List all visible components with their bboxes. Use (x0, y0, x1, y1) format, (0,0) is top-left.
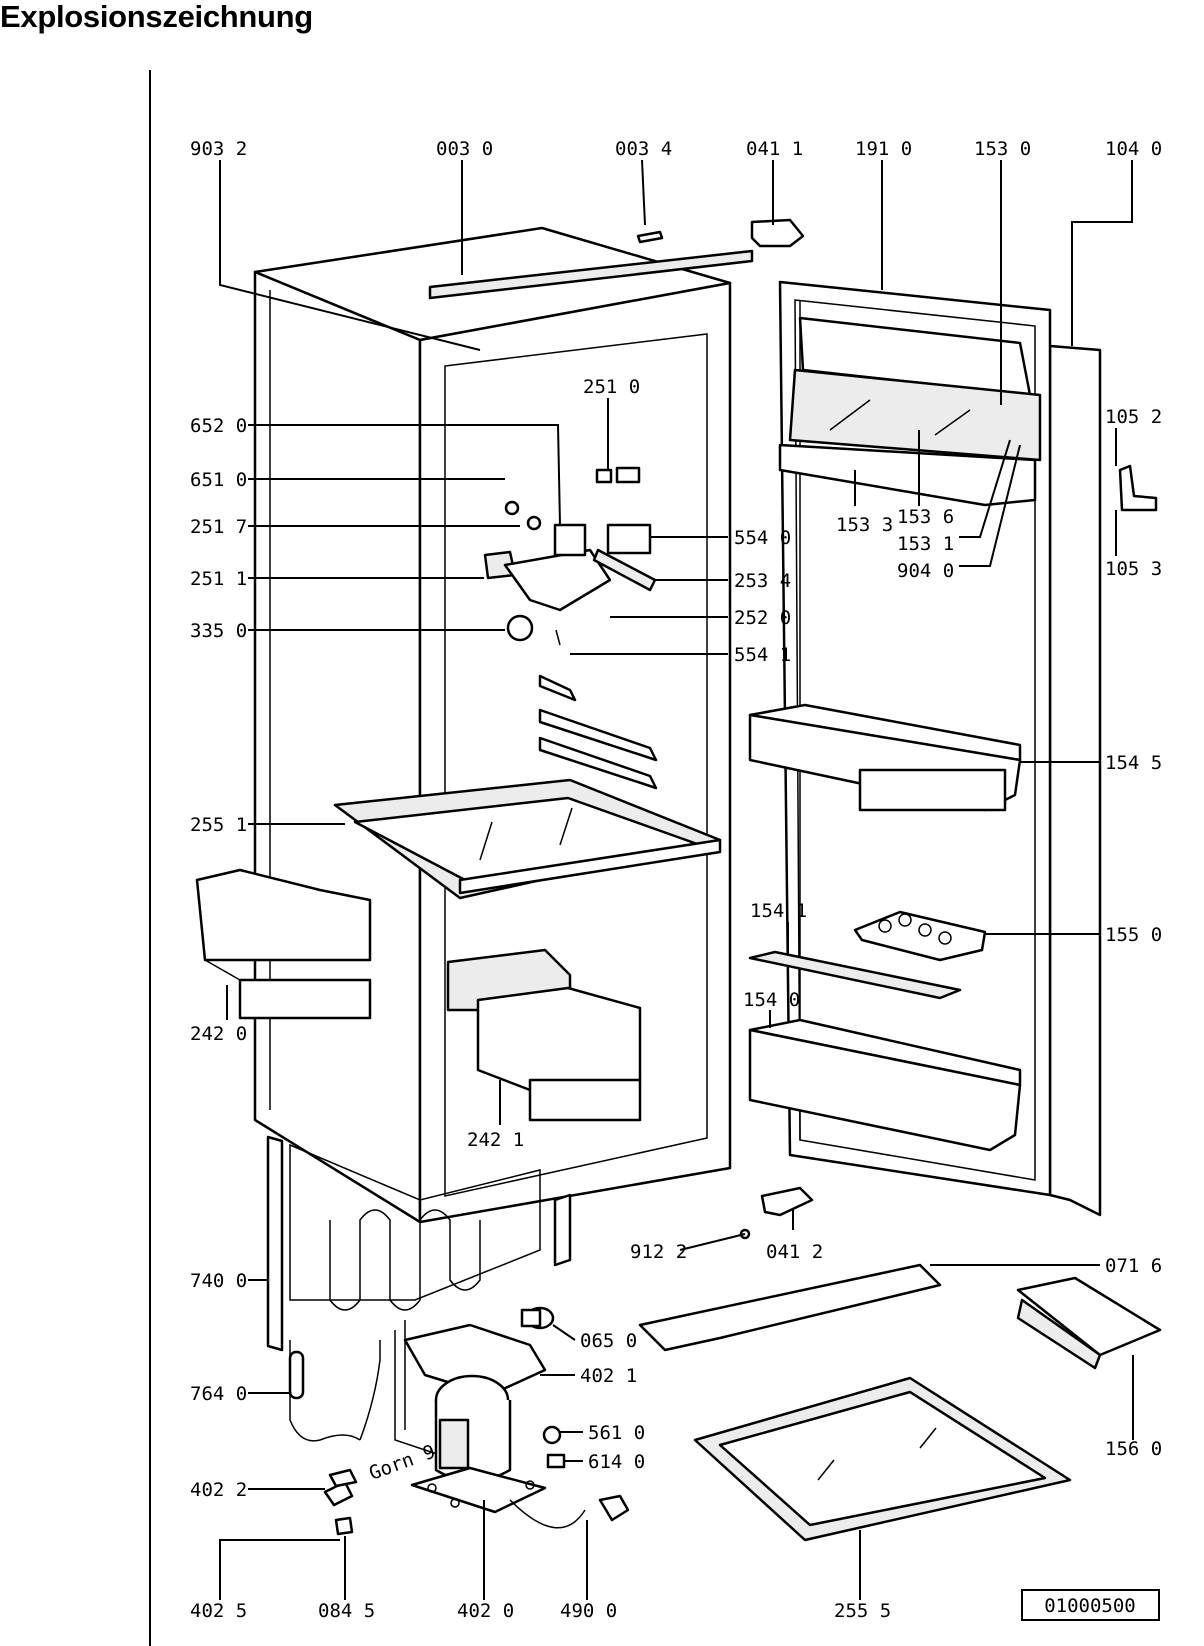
glass-shelf-lower (693, 1376, 1072, 1542)
bottom-cover-plate (638, 1263, 942, 1352)
callout-label: 903 2 (190, 138, 247, 160)
callout-label: 402 5 (190, 1600, 247, 1622)
callout-label: 065 0 (580, 1330, 637, 1352)
callout-label: 402 2 (190, 1479, 247, 1501)
callout-label: 153 3 (836, 514, 893, 536)
door-shelf-bottom (748, 1018, 1022, 1152)
callout-label: 255 1 (190, 814, 247, 836)
callout-label: 153 0 (974, 138, 1031, 160)
callout-label: 335 0 (190, 620, 247, 642)
thermostat-sensor (288, 1350, 305, 1400)
shelf-rails (538, 674, 658, 790)
electrical-parts (509, 1425, 630, 1529)
compressor-mount (403, 1323, 547, 1397)
callout-label: 740 0 (190, 1270, 247, 1292)
callout-label: 003 4 (615, 138, 672, 160)
callout-label: 402 1 (580, 1365, 637, 1387)
callout-label: 912 2 (630, 1241, 687, 1263)
callout-label: 253 4 (734, 570, 791, 592)
compressor (410, 1374, 547, 1514)
callout-label: 904 0 (897, 560, 954, 582)
callout-label: 614 0 (588, 1451, 645, 1473)
drawing-number-box (1021, 1589, 1160, 1621)
callout-label: 255 5 (834, 1600, 891, 1622)
callout-label: 252 0 (734, 607, 791, 629)
door-shelf-top (778, 316, 1042, 507)
ice-cube-tray (1016, 1276, 1162, 1370)
callout-label: 155 0 (1105, 924, 1162, 946)
callout-label: 651 0 (190, 469, 247, 491)
callout-label: 242 1 (467, 1129, 524, 1151)
pipes-and-capillary (289, 1320, 441, 1456)
callout-label: 154 5 (1105, 752, 1162, 774)
callout-label: 764 0 (190, 1383, 247, 1405)
callout-label: 242 0 (190, 1023, 247, 1045)
callout-label: 652 0 (190, 415, 247, 437)
callout-label: 251 7 (190, 516, 247, 538)
door-rail (748, 950, 962, 1000)
callout-label: 251 0 (583, 376, 640, 398)
callout-label: 154 0 (743, 989, 800, 1011)
callout-labels: 903 2 003 0 003 4 041 1 191 0 153 0 104 … (190, 138, 1162, 1622)
screws (323, 1468, 358, 1536)
hinges (739, 464, 1158, 1240)
stamp-text: Gorn 9 (366, 1441, 438, 1485)
relay (520, 1306, 555, 1330)
leader-lines (219, 159, 1134, 1600)
condenser (266, 1135, 572, 1352)
callout-label: 041 1 (746, 138, 803, 160)
callout-label: 003 0 (436, 138, 493, 160)
callout-label: 153 1 (897, 533, 954, 555)
callout-label: 490 0 (560, 1600, 617, 1622)
drawing-number: 01000500 (1044, 1595, 1136, 1617)
egg-tray (853, 910, 987, 962)
door-shelf-middle (748, 703, 1022, 812)
callout-label: 251 1 (190, 568, 247, 590)
top-small-parts (636, 218, 805, 248)
callout-label: 154 1 (750, 900, 807, 922)
page-title: Explosionszeichnung (0, 0, 313, 34)
callout-label: 105 2 (1105, 406, 1162, 428)
crisper-drawer-left (195, 868, 372, 1020)
callout-label: 554 0 (734, 527, 791, 549)
control-unit-parts (483, 466, 657, 646)
crisper-drawer-inner (446, 948, 642, 1122)
glass-shelf-upper (333, 778, 722, 900)
callout-label: 071 6 (1105, 1255, 1162, 1277)
callout-label: 153 6 (897, 506, 954, 528)
callout-label: 041 2 (766, 1241, 823, 1263)
callout-label: 084 5 (318, 1600, 375, 1622)
callout-label: 156 0 (1105, 1438, 1162, 1460)
callout-label: 104 0 (1105, 138, 1162, 160)
callout-label: 561 0 (588, 1422, 645, 1444)
callout-label: 554 1 (734, 644, 791, 666)
callout-label: 105 3 (1105, 558, 1162, 580)
callout-label: 402 0 (457, 1600, 514, 1622)
callout-label: 191 0 (855, 138, 912, 160)
